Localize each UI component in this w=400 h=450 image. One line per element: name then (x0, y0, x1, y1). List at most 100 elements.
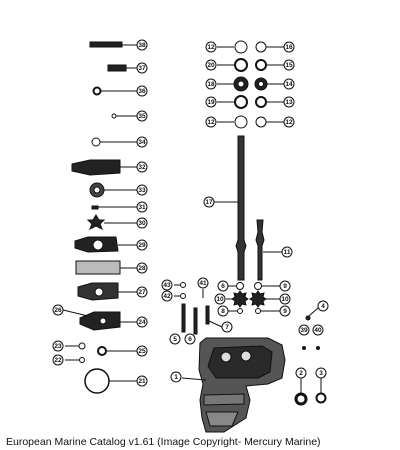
callout-circle (136, 62, 148, 74)
callout-circle (279, 293, 291, 305)
part-9b-washer (255, 308, 261, 314)
part-31-key (91, 205, 99, 210)
part-37-pin (107, 64, 127, 72)
callout-label: 37 (138, 65, 146, 72)
part-seal-b (255, 96, 267, 108)
callout-circle (205, 96, 217, 108)
part-6-stud (193, 307, 198, 335)
part-race-b (255, 59, 267, 71)
callout-label: 10 (281, 296, 289, 303)
callout-circle (136, 110, 148, 122)
callout-circle (283, 78, 295, 90)
callout-label: 22 (54, 357, 62, 364)
callout-label: 19 (207, 99, 215, 106)
callout-circle (52, 304, 64, 316)
callout-label: 1 (174, 374, 178, 381)
part-34-washer (91, 137, 101, 147)
part-race-a (234, 58, 248, 72)
part-10-gear-right (249, 290, 267, 308)
callout-label: 9 (283, 283, 287, 290)
image-caption: European Marine Catalog v1.61 (Image Cop… (6, 436, 321, 448)
callout-label: 8 (221, 308, 225, 315)
callout-label: 3 (319, 370, 323, 377)
callout-label: 31 (138, 204, 146, 211)
callout-circle (203, 196, 215, 208)
part-7-stud (205, 305, 210, 325)
callout-circle (283, 96, 295, 108)
callout-circle (136, 217, 148, 229)
callout-circle (315, 367, 327, 379)
callout-circle (295, 367, 307, 379)
part-35-ring (111, 113, 117, 119)
callout-circle (136, 375, 148, 387)
callout-circle (205, 116, 217, 128)
callout-label: 34 (138, 139, 146, 146)
callout-circle (205, 59, 217, 71)
callout-circle (136, 39, 148, 51)
callout-label: 16 (285, 44, 293, 51)
part-5-stud (181, 303, 186, 333)
callout-label: 18 (207, 81, 215, 88)
callout-circle (283, 41, 295, 53)
callout-circle (197, 277, 209, 289)
callout-label: 15 (285, 62, 293, 69)
callout-label: 42 (163, 293, 171, 300)
callout-label: 35 (138, 113, 146, 120)
part-30-impeller (86, 214, 106, 231)
callout-circle (281, 246, 293, 258)
callout-label: 29 (138, 242, 146, 249)
callout-label: 40 (314, 327, 322, 334)
callout-label: 6 (221, 283, 225, 290)
callout-label: 27 (138, 289, 146, 296)
part-36-ring (92, 86, 102, 96)
callout-label: 12 (207, 44, 215, 51)
callout-circle (136, 345, 148, 357)
part-28-gasket (75, 260, 121, 275)
callout-circle (136, 161, 148, 173)
callout-label: 36 (138, 88, 146, 95)
callout-circle (170, 371, 182, 383)
part-10-gear-left (231, 290, 249, 308)
callout-label: 9 (283, 308, 287, 315)
callout-label: 30 (138, 220, 146, 227)
callout-circle (136, 316, 148, 328)
callout-label: 43 (163, 282, 171, 289)
part-23-ring (78, 342, 86, 350)
callout-circle (136, 136, 148, 148)
callout-label: 12 (285, 119, 293, 126)
callout-circle (161, 290, 173, 302)
callout-label: 17 (205, 199, 213, 206)
part-42-ring (180, 293, 186, 299)
callout-label: 41 (199, 280, 207, 287)
callout-circle (221, 321, 233, 333)
part-4-fitting (305, 315, 311, 321)
callout-circle (312, 324, 324, 336)
callout-circle (298, 324, 310, 336)
callout-label: 12 (207, 119, 215, 126)
callout-circle (214, 293, 226, 305)
callout-label: 5 (173, 336, 177, 343)
part-22-ring (79, 357, 85, 363)
callout-label: 32 (138, 164, 146, 171)
callout-circle (317, 300, 329, 312)
callout-circle (136, 262, 148, 274)
callout-circle (217, 305, 229, 317)
part-21-oring (84, 368, 110, 394)
callout-label: 14 (285, 81, 293, 88)
part-40-fitting (316, 346, 320, 350)
callout-label: 6 (188, 336, 192, 343)
callout-label: 21 (138, 378, 146, 385)
callout-label: 10 (216, 296, 224, 303)
callout-label: 13 (285, 99, 293, 106)
callout-label: 2 (299, 370, 303, 377)
callout-circle (161, 279, 173, 291)
callout-circle (52, 354, 64, 366)
part-washer-b (255, 116, 267, 128)
callout-label: 25 (138, 348, 146, 355)
callout-label: 11 (284, 249, 291, 256)
part-2-seal (294, 392, 308, 406)
callout-label: 24 (138, 319, 146, 326)
callout-circle (169, 333, 181, 345)
callout-circle (283, 116, 295, 128)
